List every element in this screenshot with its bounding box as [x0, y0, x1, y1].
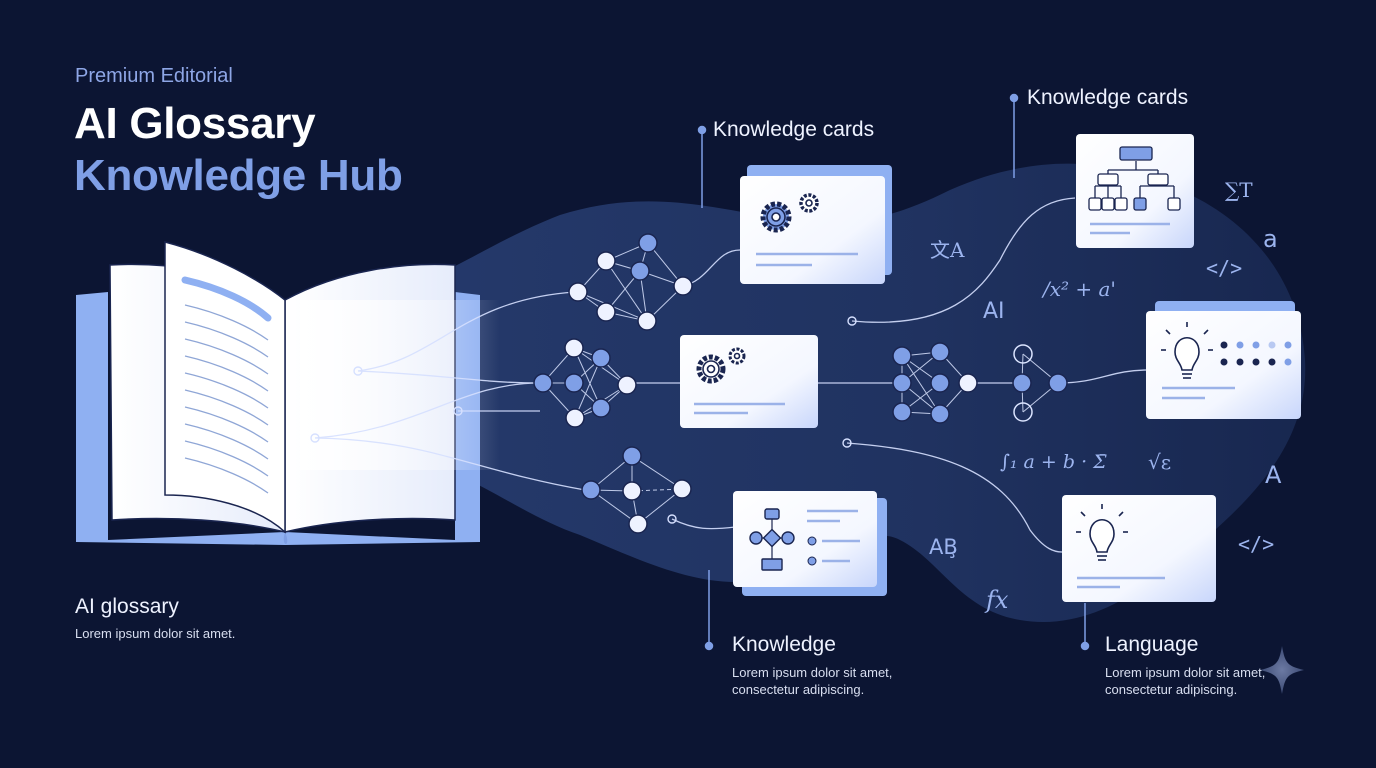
callout-language-text: Lorem ipsum dolor sit amet, consectetur …	[1105, 665, 1266, 697]
connector-lines	[314, 197, 1149, 553]
callout-knowledge-label: Knowledge	[732, 633, 836, 656]
gear-icon	[760, 193, 819, 233]
knowledge-card-lightbulb-bottom[interactable]	[1062, 495, 1216, 602]
integral-formula-symbol: ∫₁ a + b · Σ̄	[1000, 451, 1107, 473]
formula-symbol: /x² + a'	[1043, 277, 1116, 301]
callout-ai-glossary-label: AI glossary	[75, 595, 179, 618]
page-title-line1: AI Glossary	[74, 99, 316, 148]
neural-network-bottom	[581, 446, 692, 534]
callout-knowledge-cards-center: Knowledge cards	[713, 118, 875, 141]
knowledge-card-gears-top[interactable]	[740, 165, 892, 284]
flowchart-icon	[749, 508, 795, 571]
neural-network-middle	[533, 338, 637, 428]
callout-knowledge-text: Lorem ipsum dolor sit amet, consectetur …	[732, 665, 893, 697]
knowledge-card-lightbulb-right[interactable]	[1146, 301, 1301, 419]
sqrt-symbol: √ε	[1148, 450, 1172, 474]
hierarchy-icon	[1088, 146, 1181, 211]
knowledge-card-gears-middle[interactable]	[680, 335, 818, 428]
sigma-t-symbol: ∑T	[1225, 178, 1253, 202]
knowledge-card-hierarchy[interactable]	[1076, 134, 1194, 248]
code-symbol-bottom: </>	[1238, 532, 1275, 556]
sparkle-icon	[1260, 646, 1304, 694]
neural-network-right	[892, 342, 1068, 424]
eyebrow-label: Premium Editorial	[75, 65, 233, 87]
callout-knowledge-cards-right: Knowledge cards	[1027, 86, 1189, 109]
open-book-illustration	[76, 241, 500, 545]
letter-A-symbol: A	[1265, 461, 1282, 489]
lightbulb-icon	[1161, 322, 1213, 379]
callout-ai-glossary-text: Lorem ipsum dolor sit amet.	[75, 626, 236, 641]
knowledge-card-flowchart[interactable]	[733, 491, 887, 596]
lightbulb-icon	[1076, 504, 1128, 561]
callout-language-label: Language	[1105, 633, 1199, 656]
gear-icon	[696, 347, 746, 384]
page-title-line2: Knowledge Hub	[74, 151, 403, 200]
ai-symbol: AI	[983, 299, 1005, 324]
ab-symbol: AB̧	[929, 535, 958, 559]
translate-symbol: 文A	[930, 238, 965, 262]
neural-network-top	[568, 233, 693, 331]
letter-a-symbol: a	[1263, 225, 1278, 253]
code-symbol-top: </>	[1206, 256, 1243, 280]
dot-matrix	[1220, 341, 1292, 366]
function-symbol: f𝑥	[986, 586, 1009, 614]
callout-leaders	[697, 93, 1090, 651]
